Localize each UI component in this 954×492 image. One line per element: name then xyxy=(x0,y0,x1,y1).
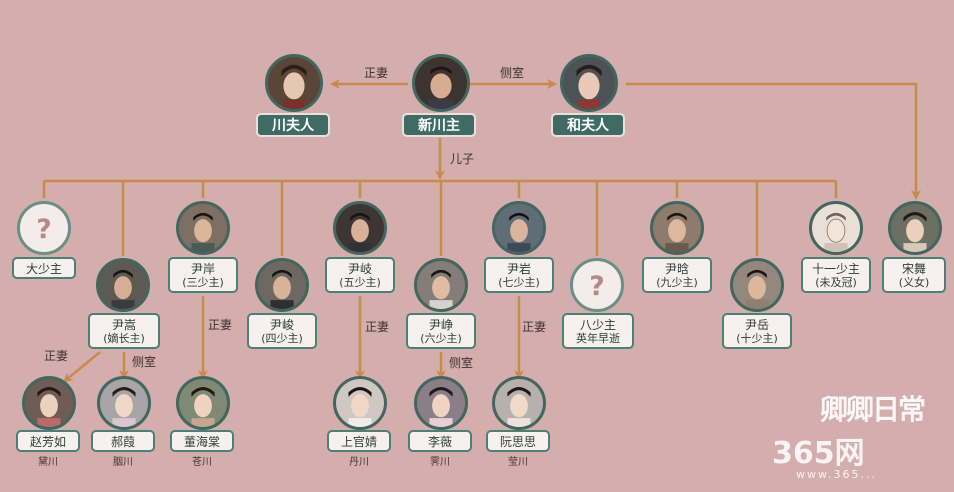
portrait-yin-song xyxy=(96,258,150,312)
portrait-yin-an xyxy=(176,201,230,255)
label-zhao-fangru: 赵芳如 xyxy=(16,430,80,452)
portrait-li-wei xyxy=(414,376,468,430)
title-yin-han: (九少主) xyxy=(656,276,698,289)
place-shangguan-jing: 丹川 xyxy=(349,457,369,468)
name-da-shaozhu: 大少主 xyxy=(25,262,62,276)
portrait-yin-han xyxy=(650,201,704,255)
portrait-he-furen xyxy=(560,54,618,112)
portrait-da-shaozhu: ? xyxy=(17,201,71,255)
name-yin-jun: 尹峻 xyxy=(269,318,294,332)
label-ruan-sisi: 阮思思 xyxy=(486,430,550,452)
label-yin-yan: 尹岩 (七少主) xyxy=(484,257,554,293)
name-ruan-sisi: 阮思思 xyxy=(499,435,536,449)
svg-text:?: ? xyxy=(589,271,604,302)
line-song-zhao xyxy=(62,351,101,383)
relation-tag-wife: 正妻 xyxy=(364,66,389,80)
title-yin-yue: (十少主) xyxy=(736,332,778,345)
watermark: 卿卿日常 365网 www.365... xyxy=(768,393,948,490)
relation-tag-concubine: 侧室 xyxy=(500,66,525,80)
watermark-url: www.365... xyxy=(796,468,877,481)
place-dong-haitang: 苍川 xyxy=(192,457,212,468)
title-yin-an: (三少主) xyxy=(182,276,224,289)
label-hao-xia: 郝葭 xyxy=(91,430,155,452)
name-yin-qi: 尹岐 xyxy=(347,262,372,276)
label-ba-shaozhu: 八少主 英年早逝 xyxy=(562,313,634,349)
name-chuan-furen: 川夫人 xyxy=(272,118,314,134)
title-yin-qi: (五少主) xyxy=(339,276,381,289)
name-yin-song: 尹嵩 xyxy=(111,318,136,332)
name-he-furen: 和夫人 xyxy=(567,118,609,134)
portrait-yin-zheng xyxy=(414,258,468,312)
label-shangguan-jing: 上官婧 xyxy=(327,430,391,452)
portrait-yin-yue xyxy=(730,258,784,312)
label-xinchuan-zhu: 新川主 xyxy=(402,113,476,137)
label-yin-zheng: 尹峥 (六少主) xyxy=(406,313,476,349)
relation-tag-wife-an: 正妻 xyxy=(208,318,233,332)
label-chuan-furen: 川夫人 xyxy=(256,113,330,137)
portrait-zhao-fangru xyxy=(22,376,76,430)
line-he-to-songwu xyxy=(626,82,921,200)
name-yin-an: 尹岸 xyxy=(190,262,215,276)
portrait-yin-yan xyxy=(492,201,546,255)
title-yin-song: (嫡长主) xyxy=(103,332,145,345)
portrait-hao-xia xyxy=(97,376,151,430)
name-li-wei: 李薇 xyxy=(427,435,452,449)
label-yin-qi: 尹岐 (五少主) xyxy=(325,257,395,293)
title-shiyi-shaozhu: (未及冠) xyxy=(815,276,857,289)
label-dong-haitang: 董海棠 xyxy=(170,430,234,452)
name-yin-yue: 尹岳 xyxy=(744,318,769,332)
title-yin-yan: (七少主) xyxy=(498,276,540,289)
label-yin-jun: 尹峻 (四少主) xyxy=(247,313,317,349)
relation-tag-son: 儿子 xyxy=(450,152,475,166)
relation-tag-wife-song: 正妻 xyxy=(44,349,69,363)
portrait-shangguan-jing xyxy=(333,376,387,430)
name-shangguan-jing: 上官婧 xyxy=(340,435,377,449)
name-yin-han: 尹晗 xyxy=(664,262,689,276)
place-ruan-sisi: 莹川 xyxy=(508,457,528,468)
portrait-dong-haitang xyxy=(176,376,230,430)
label-li-wei: 李薇 xyxy=(408,430,472,452)
svg-text:?: ? xyxy=(36,214,51,245)
title-yin-jun: (四少主) xyxy=(261,332,303,345)
portrait-yin-jun xyxy=(255,258,309,312)
name-ba-shaozhu: 八少主 xyxy=(579,318,616,332)
portrait-ruan-sisi xyxy=(492,376,546,430)
label-yin-song: 尹嵩 (嫡长主) xyxy=(88,313,160,349)
label-song-wu: 宋舞 (义女) xyxy=(882,257,946,293)
portrait-yin-qi xyxy=(333,201,387,255)
title-ba-shaozhu: 英年早逝 xyxy=(576,332,620,345)
label-yin-yue: 尹岳 (十少主) xyxy=(722,313,792,349)
label-shiyi-shaozhu: 十一少主 (未及冠) xyxy=(801,257,871,293)
title-yin-zheng: (六少主) xyxy=(420,332,462,345)
name-yin-yan: 尹岩 xyxy=(506,262,531,276)
label-yin-han: 尹晗 (九少主) xyxy=(642,257,712,293)
relation-tag-concubine-song: 侧室 xyxy=(132,355,157,369)
portrait-ba-shaozhu: ? xyxy=(570,258,624,312)
label-he-furen: 和夫人 xyxy=(551,113,625,137)
portrait-xinchuan-zhu xyxy=(412,54,470,112)
name-shiyi-shaozhu: 十一少主 xyxy=(811,262,860,276)
name-hao-xia: 郝葭 xyxy=(110,435,135,449)
label-da-shaozhu: 大少主 xyxy=(12,257,76,279)
place-zhao-fangru: 黛川 xyxy=(38,457,58,468)
place-hao-xia: 胭川 xyxy=(113,457,133,468)
watermark-site: 365网 xyxy=(772,436,865,471)
relation-tag-wife-yan: 正妻 xyxy=(522,320,547,334)
portrait-chuan-furen xyxy=(265,54,323,112)
name-dong-haitang: 董海棠 xyxy=(183,435,220,449)
label-yin-an: 尹岸 (三少主) xyxy=(168,257,238,293)
portrait-song-wu xyxy=(888,201,942,255)
portrait-shiyi-shaozhu xyxy=(809,201,863,255)
name-xinchuan-zhu: 新川主 xyxy=(418,118,460,134)
title-song-wu: (义女) xyxy=(898,276,930,289)
place-li-wei: 霁川 xyxy=(430,457,450,468)
name-yin-zheng: 尹峥 xyxy=(428,318,453,332)
relation-tag-wife-qi: 正妻 xyxy=(365,320,390,334)
name-song-wu: 宋舞 xyxy=(901,262,926,276)
watermark-logo-text: 卿卿日常 xyxy=(820,393,926,426)
name-zhao-fangru: 赵芳如 xyxy=(29,435,66,449)
relation-tag-concubine-zheng: 侧室 xyxy=(449,356,474,370)
